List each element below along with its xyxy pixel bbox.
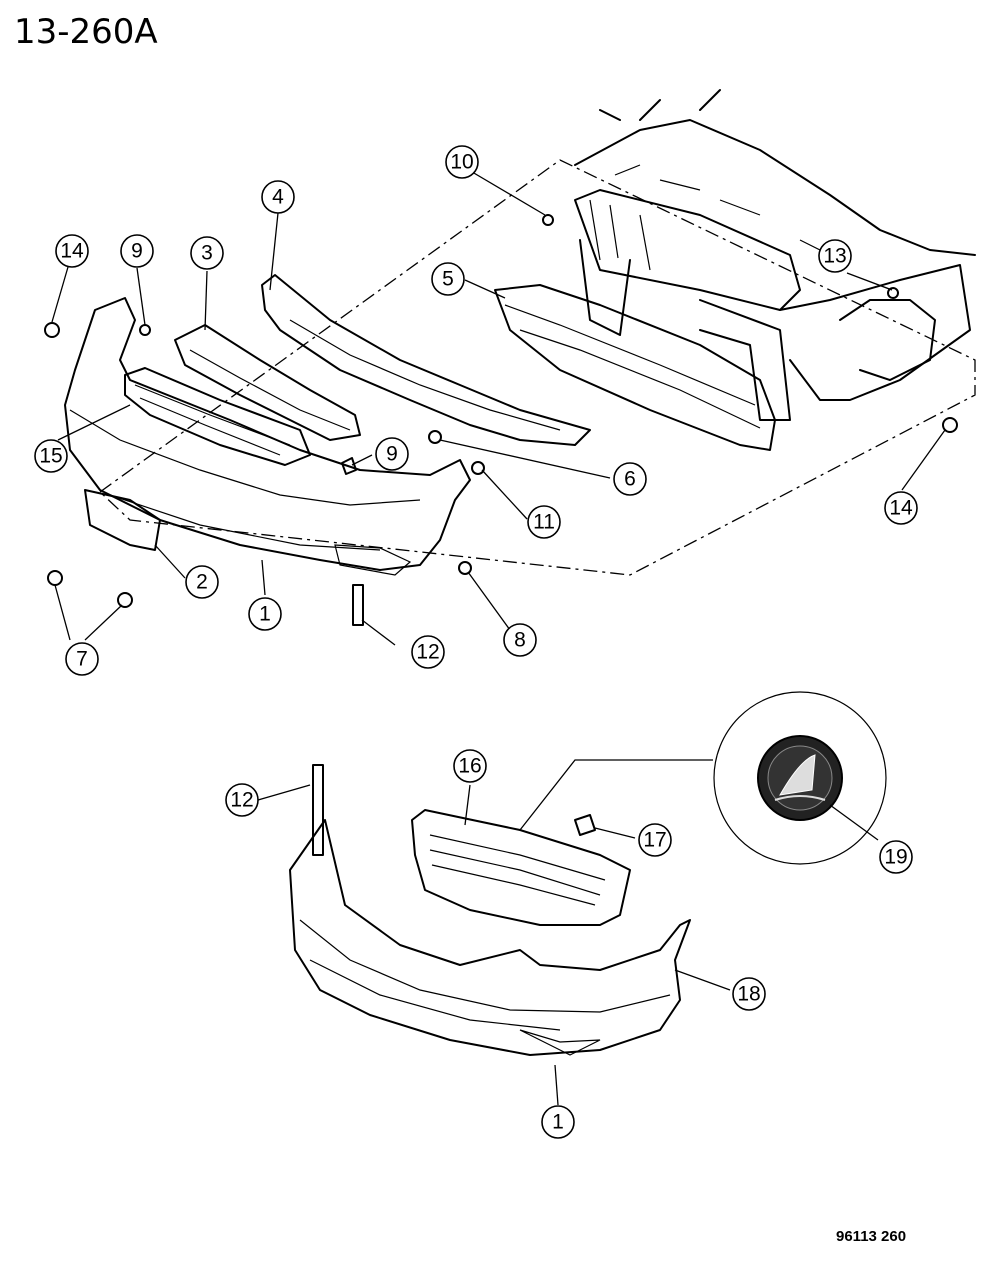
callout-9: 9 <box>375 437 409 471</box>
medallion-detail <box>713 691 887 865</box>
callout-2: 2 <box>185 565 219 599</box>
page-title: 13-260A <box>14 12 158 52</box>
callout-7: 7 <box>65 642 99 676</box>
svg-text:10: 10 <box>450 151 473 174</box>
callout-12: 12 <box>411 635 445 669</box>
callout-14: 14 <box>884 491 918 525</box>
svg-text:2: 2 <box>196 571 208 594</box>
svg-text:1: 1 <box>552 1111 564 1134</box>
callout-8: 8 <box>503 623 537 657</box>
svg-text:14: 14 <box>60 240 84 263</box>
grille-support <box>174 324 361 441</box>
svg-text:16: 16 <box>458 755 481 778</box>
lower-bracket <box>84 489 161 551</box>
fasteners <box>44 214 958 626</box>
svg-text:15: 15 <box>39 445 62 468</box>
svg-text:13: 13 <box>823 245 846 268</box>
svg-text:8: 8 <box>514 629 526 652</box>
callout-10: 10 <box>445 145 479 179</box>
callout-14: 14 <box>55 234 89 268</box>
callout-11: 11 <box>527 505 561 539</box>
callout-3: 3 <box>190 236 224 270</box>
leader-lines <box>51 165 946 1106</box>
callout-13: 13 <box>818 239 852 273</box>
energy-absorber <box>494 284 776 451</box>
mounting-plane-outline <box>98 159 976 576</box>
callout-6: 6 <box>613 462 647 496</box>
callout-1: 1 <box>248 597 282 631</box>
front-fascia-lower <box>289 764 691 1056</box>
callout-5: 5 <box>431 262 465 296</box>
reinforcement-bracket <box>261 274 591 446</box>
svg-text:19: 19 <box>884 846 907 869</box>
callout-17: 17 <box>638 823 672 857</box>
svg-text:5: 5 <box>442 268 454 291</box>
drawing-code: 96113 260 <box>836 1228 907 1245</box>
svg-text:7: 7 <box>76 648 88 671</box>
svg-text:3: 3 <box>201 242 213 265</box>
svg-text:12: 12 <box>416 641 439 664</box>
svg-text:14: 14 <box>889 497 913 520</box>
callout-18: 18 <box>732 977 766 1011</box>
svg-text:11: 11 <box>533 511 555 534</box>
callout-16: 16 <box>453 749 487 783</box>
svg-text:17: 17 <box>643 829 666 852</box>
callout-9: 9 <box>120 234 154 268</box>
svg-text:9: 9 <box>131 240 143 263</box>
svg-text:12: 12 <box>230 789 253 812</box>
callout-4: 4 <box>261 180 295 214</box>
svg-text:6: 6 <box>624 468 636 491</box>
svg-text:9: 9 <box>386 443 398 466</box>
front-fascia-upper <box>64 297 471 576</box>
callout-19: 19 <box>879 840 913 874</box>
callout-12: 12 <box>225 783 259 817</box>
body-structure <box>574 89 976 421</box>
grille-assembly <box>411 809 631 926</box>
svg-text:1: 1 <box>259 603 271 626</box>
callout-15: 15 <box>34 439 68 473</box>
svg-text:18: 18 <box>737 983 760 1006</box>
callout-1: 1 <box>541 1105 575 1139</box>
svg-text:4: 4 <box>272 186 284 209</box>
